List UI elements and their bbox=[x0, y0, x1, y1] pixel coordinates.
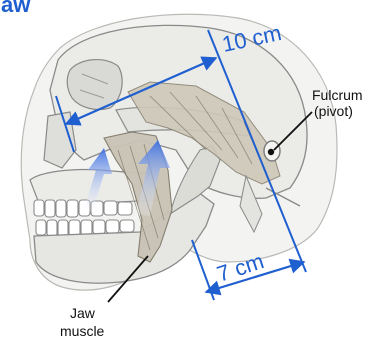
fulcrum-joint bbox=[264, 141, 280, 161]
pivot-label: (pivot) bbox=[314, 103, 353, 119]
title-fragment: aw bbox=[1, 0, 31, 17]
muscle-label: muscle bbox=[60, 323, 105, 339]
fulcrum-label: Fulcrum bbox=[312, 87, 363, 103]
jaw-label: Jaw bbox=[70, 305, 96, 321]
